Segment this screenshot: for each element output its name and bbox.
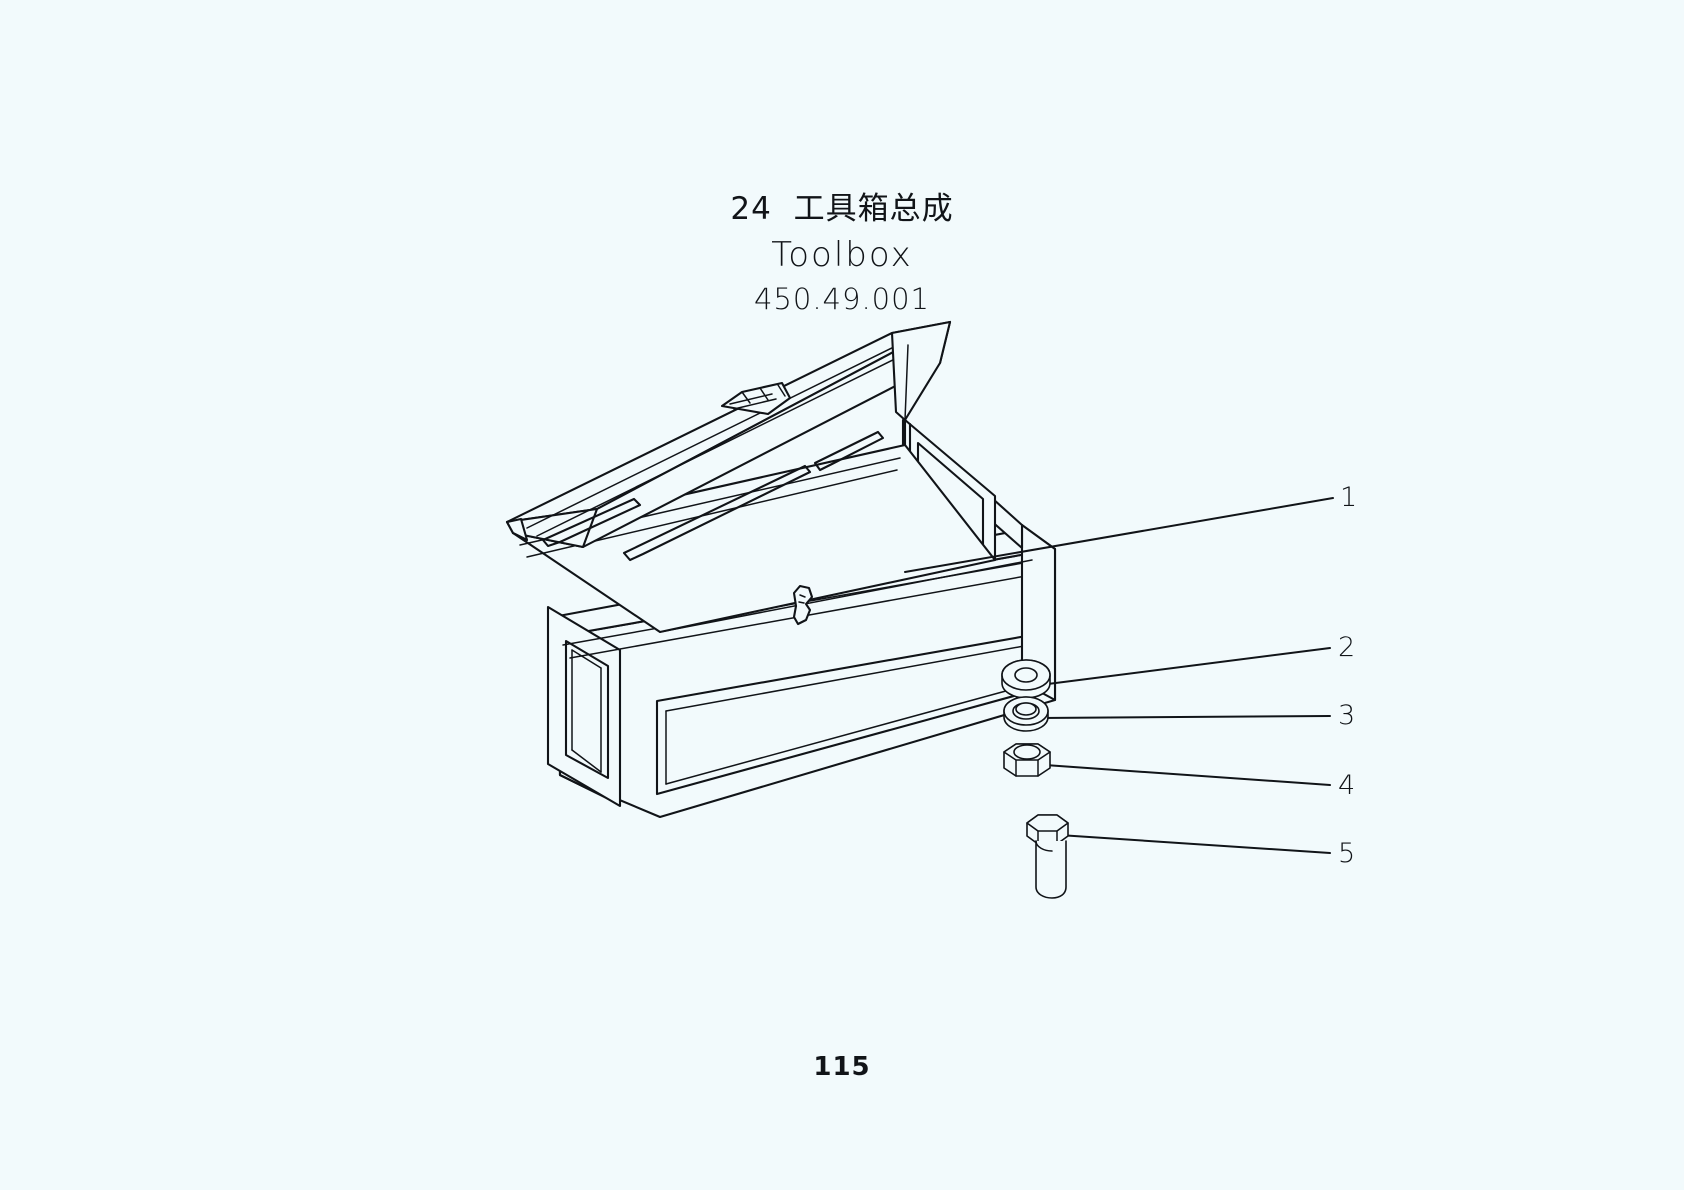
hex-bolt <box>1026 814 1069 899</box>
callout-leader-lines <box>904 497 1334 854</box>
toolbox-left-end-panel <box>546 605 622 808</box>
title-chinese: 24 工具箱总成 <box>730 191 954 227</box>
spring-washer <box>1003 696 1049 732</box>
leader-line-4 <box>1044 764 1331 786</box>
title-english: Toolbox <box>771 234 913 275</box>
toolbox-assembly <box>505 320 1057 819</box>
toolbox-hinge <box>720 381 792 416</box>
callout-label-3: 3 <box>1338 700 1356 731</box>
callout-label-1: 1 <box>1340 482 1358 513</box>
flat-washer <box>1001 659 1051 699</box>
assembly-part-number: 450.49.001 <box>753 281 931 316</box>
callout-label-4: 4 <box>1338 770 1356 801</box>
page-number: 115 <box>813 1052 871 1082</box>
leader-line-1 <box>904 497 1334 573</box>
leader-line-3 <box>1039 715 1331 719</box>
callout-label-5: 5 <box>1338 838 1356 869</box>
toolbox-lid-ribs <box>541 430 885 562</box>
toolbox-latch <box>792 584 814 626</box>
leader-line-5 <box>1058 834 1331 854</box>
title-block: 24 工具箱总成 Toolbox 450.49.001 <box>0 190 1684 319</box>
hex-nut <box>1003 743 1051 777</box>
leader-line-2 <box>1039 647 1331 686</box>
callout-label-2: 2 <box>1338 632 1356 663</box>
